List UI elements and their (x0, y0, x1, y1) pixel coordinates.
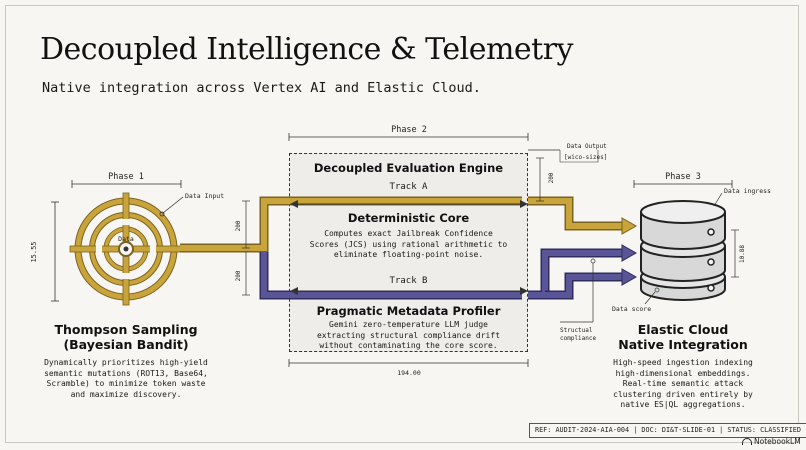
track-b-label: Track B (389, 276, 428, 286)
phase2-bracket (288, 133, 529, 141)
engine-title: Decoupled Evaluation Engine (313, 161, 504, 175)
data-input-leader (159, 196, 184, 217)
phase3-dim-text: 10.88 (739, 245, 746, 263)
track-a-heading: Deterministic Core (347, 211, 470, 225)
data-score-leader (644, 287, 660, 305)
track-b-heading: Pragmatic Metadata Profiler (316, 304, 501, 318)
data-score-label: Data score (612, 305, 651, 313)
phase2-width-text: 194.00 (397, 369, 421, 377)
dim-mid-text: 200 (235, 220, 242, 231)
track-b-desc-2: extracting structural compliance drift (316, 330, 501, 340)
data-input-label: Data Input (185, 192, 224, 200)
data-label: Data (118, 235, 134, 243)
phase1-heading-2: (Bayesian Bandit) (63, 337, 189, 352)
structural-leader (560, 258, 596, 323)
phase3-desc-4: clustering driven entirely by (613, 389, 753, 399)
notebooklm-logo-icon (742, 438, 752, 445)
phase2-label: Phase 2 (391, 125, 427, 135)
phase1-label: Phase 1 (108, 172, 144, 182)
track-a-path (180, 196, 638, 253)
footer-reference: REF: AUDIT-2024-AIA-004 | DOC: DI&T-SLID… (529, 423, 806, 438)
phase3-label: Phase 3 (665, 172, 701, 182)
phase3-desc-1: High-speed ingestion indexing (613, 358, 753, 367)
phase3-dimension (731, 229, 739, 278)
notebooklm-brand: NotebookLM (742, 437, 801, 446)
data-output-sizes: [wico-sizes] (564, 154, 607, 161)
database-icon (640, 200, 726, 301)
track-b-block: Pragmatic Metadata Profiler Gemini zero-… (289, 304, 528, 352)
track-a-desc-2: Scores (JCS) using rational arithmetic t… (309, 239, 508, 249)
right-vertical-dim (536, 157, 544, 202)
track-b-label-block: Track B (289, 276, 528, 287)
structural-label-2: compliance (560, 335, 597, 342)
track-a-label: Track A (389, 182, 428, 192)
target-crosshair-icon (69, 192, 183, 306)
dim-low-text: 200 (235, 270, 242, 281)
engine-title-block: Decoupled Evaluation Engine (289, 161, 528, 175)
track-a-label-block: Track A (289, 182, 528, 193)
dim-top-text: 200 (548, 172, 555, 183)
phase3-bracket (633, 180, 733, 188)
left-vertical-dims (242, 200, 250, 296)
track-a-desc-1: Computes exact Jailbreak Confidence (324, 229, 493, 238)
data-output-label: Data Output (567, 143, 607, 150)
phase1-desc-3: Scramble) to minimize token waste (46, 379, 206, 388)
phase1-heading-1: Thompson Sampling (54, 322, 198, 337)
data-output-leader (528, 149, 599, 163)
track-a-block: Deterministic Core Computes exact Jailbr… (289, 211, 528, 261)
structural-label-1: Structual (560, 327, 593, 334)
phase1-dimension (51, 201, 59, 302)
phase1-bracket (71, 180, 182, 188)
track-b-path (259, 244, 638, 300)
phase2-width-dim (288, 359, 529, 367)
phase1-desc-1: Dynamically prioritizes high-yield (44, 358, 208, 367)
data-ingress-label: Data ingress (724, 187, 771, 195)
phase1-text-block: Thompson Sampling (Bayesian Bandit) Dyna… (40, 322, 212, 400)
data-ingress-leader (713, 192, 723, 207)
notebooklm-brand-text: NotebookLM (754, 437, 801, 446)
track-b-desc-3: without contaminating the core score. (319, 341, 498, 350)
phase3-desc-3: Real-time semantic attack (622, 379, 744, 388)
phase3-heading-1: Elastic Cloud (637, 322, 729, 337)
phase3-heading-2: Native Integration (618, 337, 748, 352)
page-subtitle: Native integration across Vertex AI and … (42, 80, 481, 96)
page-title: Decoupled Intelligence & Telemetry (40, 32, 574, 67)
slide-frame (5, 5, 799, 443)
phase1-desc-4: and maximize discovery. (70, 389, 182, 399)
phase1-desc-2: semantic mutations (ROT13, Base64, (44, 368, 208, 378)
phase3-text-block: Elastic Cloud Native Integration High-sp… (600, 322, 766, 411)
track-b-desc-1: Gemini zero-temperature LLM judge (329, 320, 488, 329)
track-a-desc-3: eliminate floating-point noise. (333, 250, 484, 259)
evaluation-engine-box (289, 153, 528, 352)
phase1-dim-text: 15.55 (30, 241, 38, 262)
phase3-desc-2: high-dimensional embeddings. (615, 368, 751, 378)
phase3-desc-5: native ES|QL aggregations. (620, 400, 746, 409)
